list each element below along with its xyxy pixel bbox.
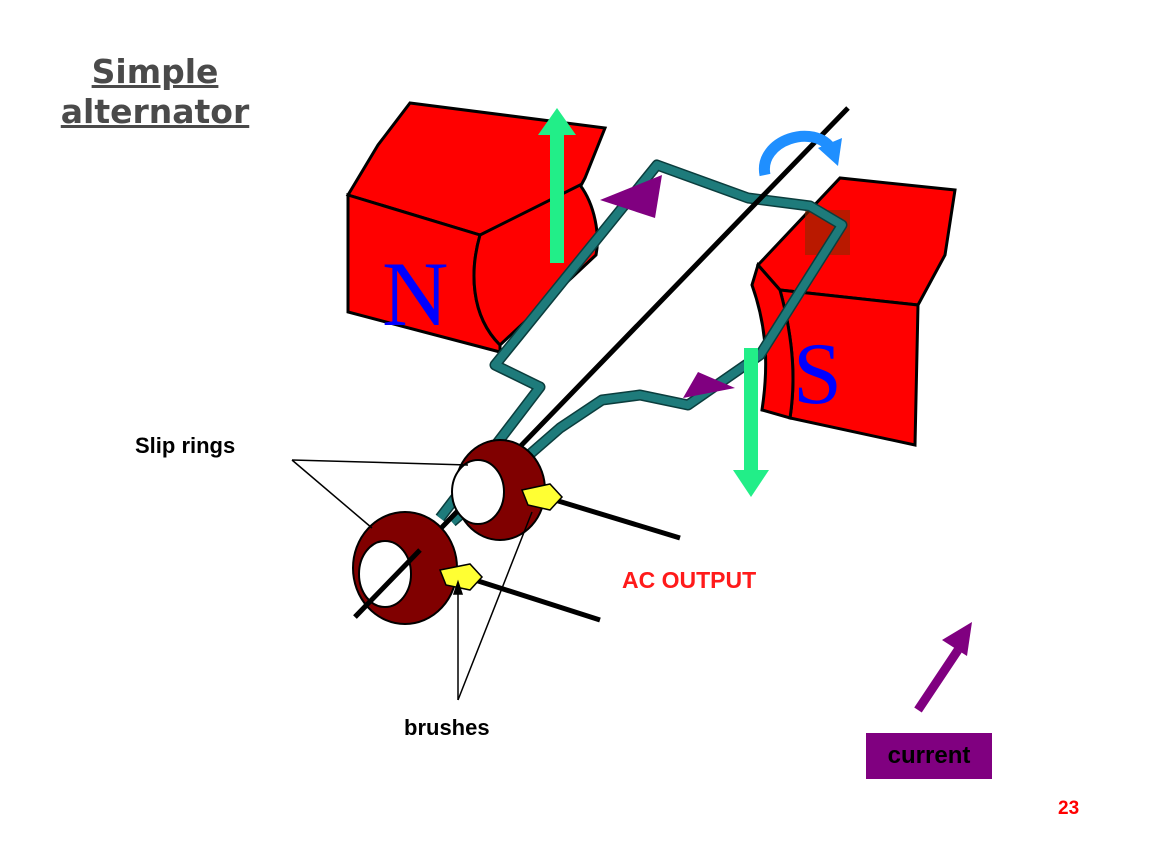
south-magnet-top [755,176,957,307]
current-arrow-lower [683,372,735,398]
north-pole-letter: N [382,243,448,345]
page-number: 23 [1058,798,1080,819]
title-line-2: alternator [60,92,250,131]
force-arrow-down [733,348,769,497]
rotation-arrowhead [818,138,842,166]
front-output-lead [474,577,601,623]
north-magnet: N [345,101,608,354]
current-legend-arrow [914,622,972,713]
current-legend-label: current [887,742,971,769]
force-arrow-up [538,108,576,263]
slip-ring-rear [451,439,546,541]
ac-output-label: AC OUTPUT [622,567,757,593]
coil-wire [436,161,846,526]
brushes-leaders [452,511,533,701]
brushes-label: brushes [404,715,490,740]
slip-rings-leaders [291,459,469,529]
shaft-front-end [353,548,422,619]
south-pole-letter: S [793,326,842,423]
title-line-1: Simple [91,52,219,91]
rear-brush [520,483,564,511]
slide-title: Simple alternator [40,52,270,132]
coil-loop [435,159,848,527]
front-brush [438,563,484,591]
slip-rings-label: Slip rings [135,433,236,458]
rear-output-lead [554,497,681,541]
current-arrow-upper [600,175,662,218]
north-pole-face [472,183,599,348]
current-legend-box: current [866,733,992,779]
rotation-arrow-icon [759,130,837,177]
